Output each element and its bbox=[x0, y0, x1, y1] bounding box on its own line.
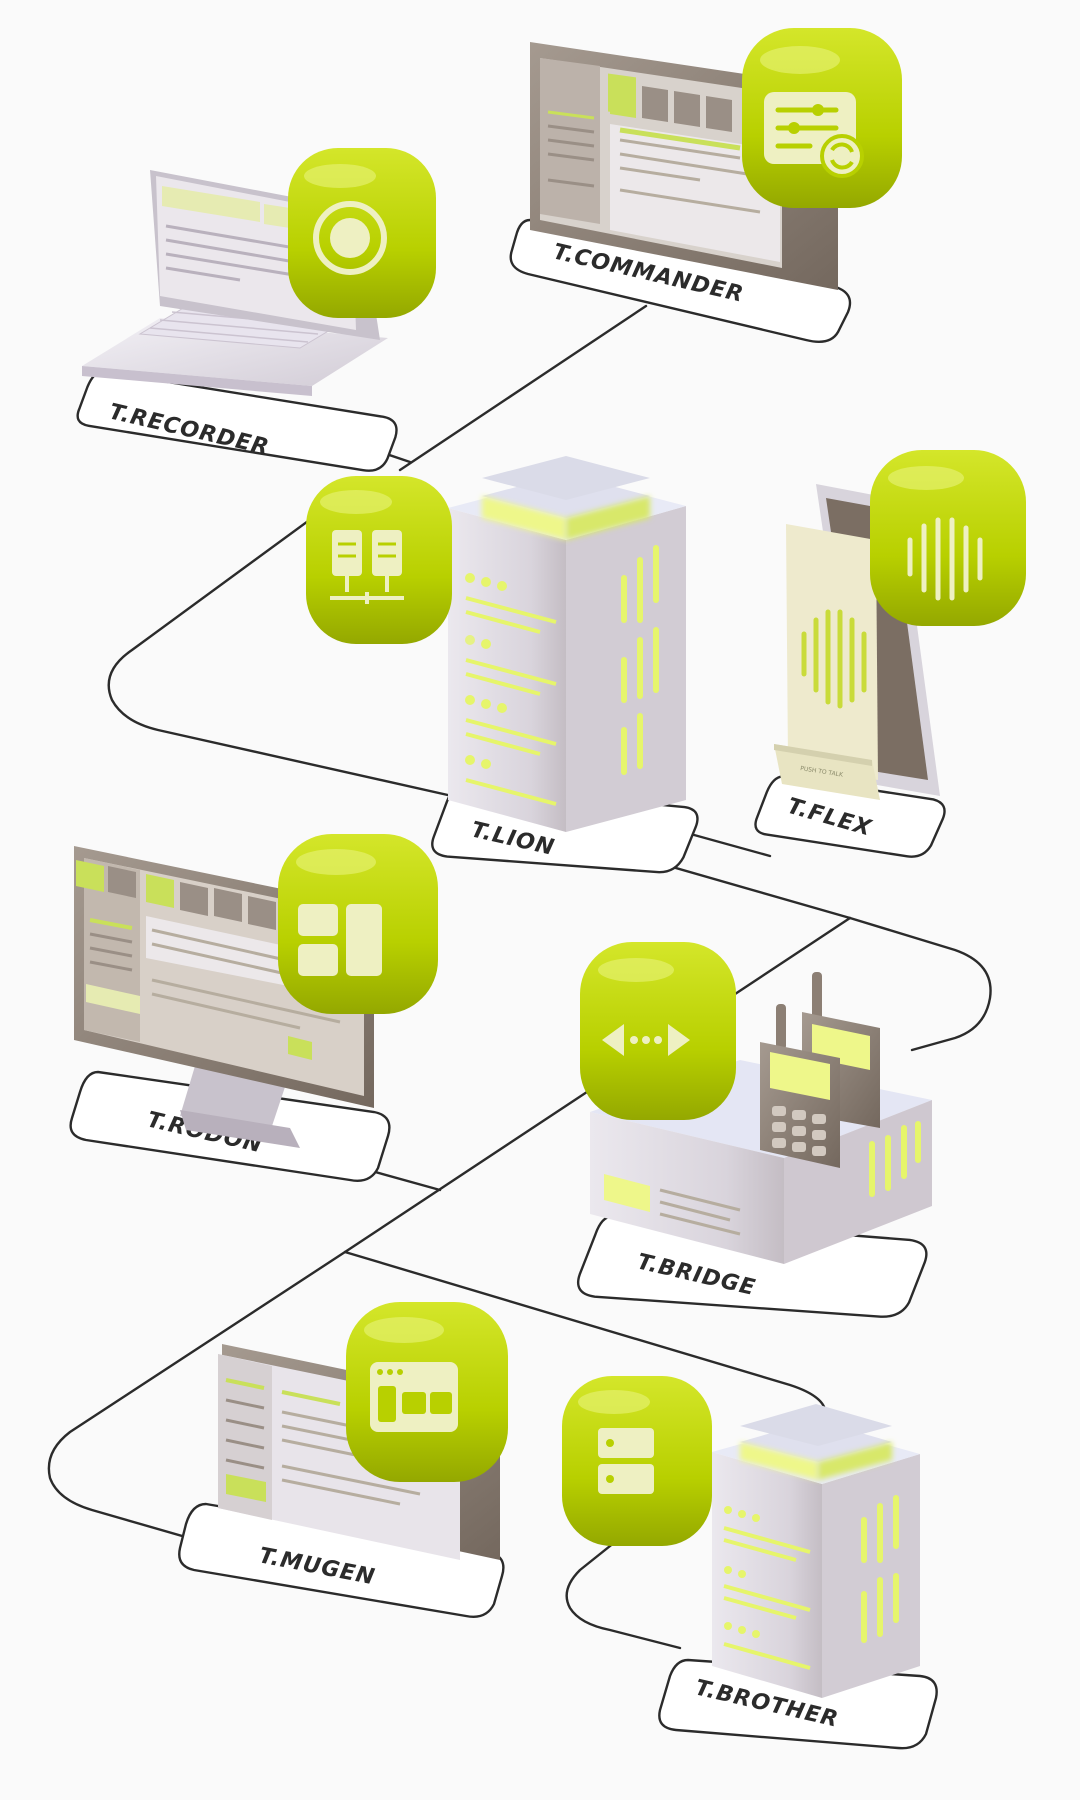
mugen-label-plate bbox=[178, 1502, 505, 1618]
recorder-label-plate bbox=[76, 370, 398, 472]
server-stack-icon bbox=[598, 1428, 654, 1494]
browser-window-icon bbox=[370, 1362, 458, 1432]
bridge-icon-badge bbox=[580, 942, 736, 1120]
flex-label-plate bbox=[754, 775, 946, 858]
bridge-radio-front bbox=[760, 1004, 840, 1168]
lion-tower bbox=[448, 456, 686, 832]
link-commander-lion bbox=[398, 304, 648, 472]
layout-panels-icon bbox=[298, 904, 382, 976]
node-flex[interactable]: T.FLEX PUSH TO TALK bbox=[754, 450, 1026, 861]
node-commander[interactable]: T.COMMANDER bbox=[509, 0, 902, 343]
link-rodon-trunk bbox=[366, 1168, 442, 1192]
sliders-sync-icon bbox=[764, 92, 864, 178]
node-bridge[interactable]: T.BRIDGE bbox=[576, 942, 932, 1342]
flex-phone: PUSH TO TALK bbox=[774, 484, 940, 800]
link-brother-loop bbox=[565, 1520, 682, 1650]
node-recorder[interactable]: T.RECORDER bbox=[76, 148, 436, 479]
record-icon bbox=[313, 201, 387, 275]
flex-icon-badge bbox=[870, 450, 1026, 626]
voice-wave-icon bbox=[907, 517, 983, 601]
server-network-icon bbox=[330, 530, 404, 604]
brother-icon-badge bbox=[562, 1376, 712, 1546]
node-brother[interactable]: T.BROTHER bbox=[562, 1376, 938, 1750]
link-trunk-mugen-loop bbox=[47, 1250, 347, 1572]
link-lion-loop bbox=[107, 503, 472, 802]
bridge-arrows-icon bbox=[602, 1024, 690, 1056]
commander-label-plate bbox=[509, 218, 852, 343]
link-south-loop bbox=[848, 916, 992, 1052]
node-mugen[interactable]: T.MUGEN bbox=[178, 1302, 508, 1618]
node-rodon[interactable]: T.RODON bbox=[69, 834, 438, 1182]
node-lion[interactable]: T.LION bbox=[306, 456, 699, 890]
brother-tower bbox=[712, 1404, 920, 1698]
